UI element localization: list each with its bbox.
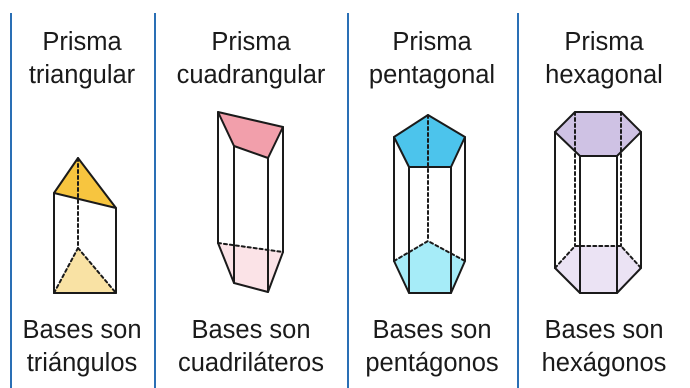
triangular-prism-bottom-base bbox=[54, 248, 116, 293]
hexagonal-prism-title: Prisma hexagonal bbox=[518, 26, 690, 92]
pentagonal-prism-title: Prisma pentagonal bbox=[346, 26, 518, 92]
title-line-2: cuadrangular bbox=[176, 61, 326, 89]
hexagonal-prism-top-base bbox=[554, 111, 642, 157]
quadrangular-prism-top-base bbox=[217, 111, 284, 159]
caption-line-1: Bases son bbox=[372, 316, 492, 344]
quadrangular-prism bbox=[217, 111, 284, 293]
column-divider-3 bbox=[517, 13, 519, 388]
triangular-prism-title: Prisma triangular bbox=[0, 26, 168, 92]
triangular-prism-top-base bbox=[53, 157, 117, 209]
hexagonal-prism-bottom-base bbox=[555, 246, 641, 293]
caption-line-1: Bases son bbox=[544, 316, 664, 344]
column-divider-1 bbox=[154, 13, 156, 388]
hexagonal-prism-caption: Bases son hexágonos bbox=[518, 314, 690, 380]
pentagonal-prism-caption: Bases son pentágonos bbox=[346, 314, 518, 380]
title-line-1: Prisma bbox=[392, 28, 472, 56]
title-line-2: hexagonal bbox=[545, 61, 663, 89]
title-line-1: Prisma bbox=[564, 28, 644, 56]
hexagonal-prism bbox=[554, 111, 642, 294]
pentagonal-prism-bottom-base bbox=[394, 241, 465, 293]
title-line-2: pentagonal bbox=[368, 61, 496, 89]
triangular-prism bbox=[53, 157, 117, 294]
quadrangular-prism-title: Prisma cuadrangular bbox=[165, 26, 337, 92]
caption-line-2: hexágonos bbox=[541, 349, 667, 377]
pentagonal-prism-top-base bbox=[393, 114, 466, 168]
column-divider-2 bbox=[347, 13, 349, 388]
left-border bbox=[10, 13, 12, 388]
caption-line-1: Bases son bbox=[191, 316, 311, 344]
caption-line-2: cuadriláteros bbox=[178, 349, 324, 377]
triangular-prism-caption: Bases son triángulos bbox=[0, 314, 168, 380]
title-line-2: triangular bbox=[28, 61, 136, 89]
caption-line-2: triángulos bbox=[26, 349, 138, 377]
title-line-1: Prisma bbox=[211, 28, 291, 56]
quadrangular-prism-caption: Bases son cuadriláteros bbox=[165, 314, 337, 380]
caption-line-2: pentágonos bbox=[365, 349, 499, 377]
pentagonal-prism bbox=[393, 114, 466, 294]
caption-line-1: Bases son bbox=[22, 316, 142, 344]
title-line-1: Prisma bbox=[42, 28, 122, 56]
